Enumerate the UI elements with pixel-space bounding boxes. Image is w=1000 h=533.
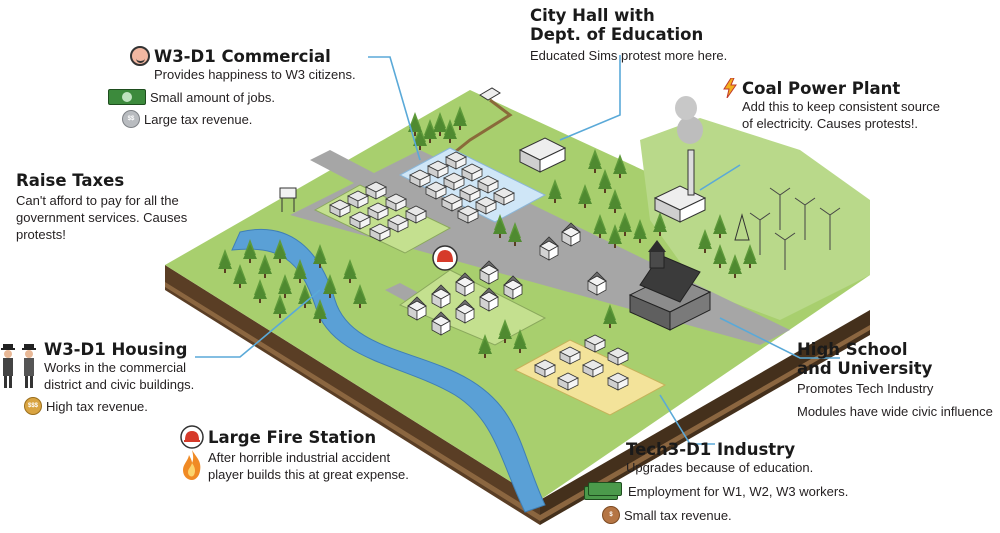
commercial-tax: Large tax revenue. [144, 111, 253, 127]
commercial-jobs: Small amount of jobs. [150, 89, 276, 105]
coin-icon: $ [602, 506, 620, 524]
housing-desc-line1: Works in the commercial [44, 360, 187, 375]
fire-station-marker [432, 245, 458, 271]
housing-title: W3-D1 Housing [44, 340, 188, 359]
city-hall-building [518, 137, 567, 173]
city-hall-title-line1: City Hall with [530, 6, 655, 25]
money-bill-icon [108, 89, 146, 105]
taxes-desc-line3: protests! [16, 227, 66, 242]
industry-title: Tech3-D1 Industry [626, 440, 796, 459]
housing-desc-line2: district and civic buildings. [44, 377, 195, 392]
fire-desc-line2: player builds this at great expense. [208, 467, 409, 482]
taxes-title: Raise Taxes [16, 171, 125, 190]
smiley-icon [130, 46, 150, 66]
coin-icon: $$ [122, 110, 140, 128]
callout-industry: Tech3-D1 Industry Upgrades because of ed… [584, 440, 884, 524]
coal-title: Coal Power Plant [742, 78, 901, 98]
industrial-zone [513, 339, 667, 416]
school-title-line2: and University [797, 359, 933, 378]
leader-lines [195, 55, 840, 445]
school-desc-line2: Modules have wide civic influence [797, 404, 993, 419]
school-building [628, 240, 712, 331]
callout-fire: Large Fire Station After horrible indust… [180, 425, 440, 483]
lightning-icon [723, 78, 737, 98]
callout-city-hall: City Hall with Dept. of Education Educat… [530, 6, 760, 64]
callout-taxes: Raise Taxes Can't afford to pay for all … [16, 171, 216, 243]
taxes-desc-line2: government services. Causes [16, 210, 188, 225]
hill [640, 118, 870, 320]
wind-turbines [749, 187, 841, 270]
coin-icon: $$$ [24, 397, 42, 415]
callout-coal: Coal Power Plant Add this to keep consis… [722, 78, 992, 132]
school-title-line1: High School [797, 340, 908, 359]
industry-desc: Upgrades because of education. [626, 460, 814, 475]
city-hall-title-line2: Dept. of Education [530, 25, 704, 44]
callout-school: High School and University Promotes Tech… [797, 340, 997, 420]
housing-tax: High tax revenue. [46, 398, 148, 414]
school-desc-line1: Promotes Tech Industry [797, 381, 934, 396]
farm-shed [479, 87, 501, 101]
callout-housing: W3-D1 Housing Works in the commercial di… [0, 340, 220, 415]
money-bill-icon [584, 482, 624, 500]
road-cross [310, 150, 530, 265]
fire-desc-line1: After horrible industrial accident [208, 450, 391, 465]
fire-title: Large Fire Station [208, 427, 377, 447]
city-hall-desc: Educated Sims protest more here. [530, 48, 728, 63]
industry-jobs: Employment for W1, W2, W3 workers. [628, 483, 849, 499]
commercial-desc: Provides happiness to W3 citizens. [154, 67, 356, 82]
coal-desc-line1: Add this to keep consistent source [742, 99, 941, 114]
commercial-title: W3-D1 Commercial [154, 46, 331, 66]
flame-icon [183, 450, 201, 480]
water-tower [279, 187, 297, 212]
coal-plant [653, 96, 707, 223]
callout-commercial: W3-D1 Commercial Provides happiness to W… [108, 46, 390, 128]
fire-helmet-icon [180, 425, 204, 449]
industry-tax: Small tax revenue. [624, 507, 732, 523]
coal-desc-line2: of electricity. Causes protests!. [742, 116, 919, 131]
sim-person-icon [1, 343, 36, 388]
taxes-desc-line1: Can't afford to pay for all the [16, 193, 179, 208]
